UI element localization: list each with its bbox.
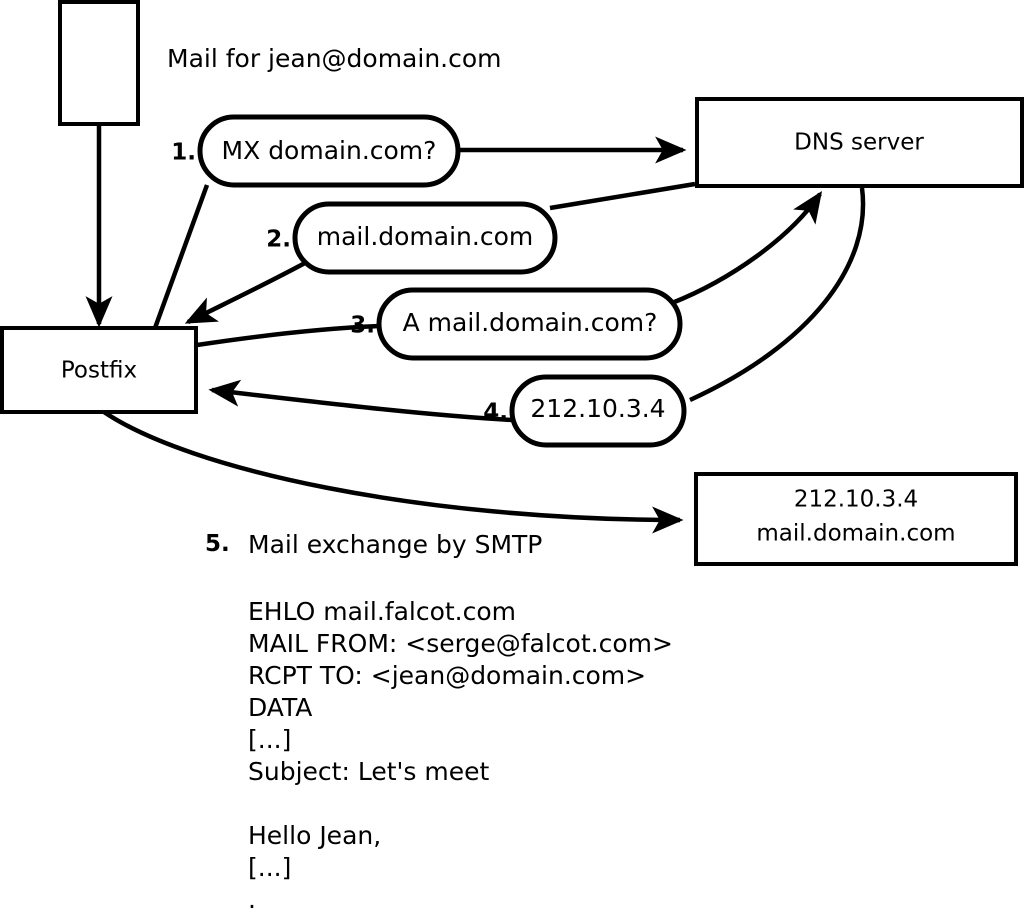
step-1-pill xyxy=(197,114,461,188)
node-mailserver-box xyxy=(694,472,1018,566)
edge-step4-pill-to-postfix xyxy=(208,379,513,423)
step-2-pill xyxy=(292,201,558,275)
node-mailserver-label-host: mail.domain.com xyxy=(756,521,955,547)
step-4-pill xyxy=(509,374,687,448)
step-2-number: 2. xyxy=(266,227,291,253)
edge-postfix-to-step3-pill xyxy=(196,323,381,348)
smtp-transcript-line: RCPT TO: <jean@domain.com> xyxy=(248,661,647,690)
smtp-transcript-line: MAIL FROM: <serge@falcot.com> xyxy=(248,629,673,658)
caption-mail-for: Mail for jean@domain.com xyxy=(167,44,502,73)
smtp-transcript-line xyxy=(248,788,673,820)
edge-dns-to-step4-pill xyxy=(689,187,866,403)
smtp-transcript-line: [...] xyxy=(248,725,292,754)
smtp-transcript-line: EHLO mail.falcot.com xyxy=(248,597,517,626)
edge-step3-pill-to-dns xyxy=(671,191,823,306)
node-dns-label: DNS server xyxy=(794,130,924,156)
node-dns-box xyxy=(695,97,1024,188)
node-postfix-box xyxy=(0,326,198,414)
step-1-number: 1. xyxy=(171,140,196,166)
edge-dns-to-step2-pill xyxy=(549,181,696,211)
step-1-label: MX domain.com? xyxy=(222,136,437,165)
edge-postfix-to-step1-pill xyxy=(152,184,210,329)
node-postfix-label: Postfix xyxy=(61,358,137,384)
step-2-label: mail.domain.com xyxy=(317,222,533,251)
step-5-label: Mail exchange by SMTP xyxy=(248,530,543,559)
step-4-label: 212.10.3.4 xyxy=(530,394,665,423)
step-4-number: 4. xyxy=(483,400,508,426)
step-3-label: A mail.domain.com? xyxy=(403,308,658,337)
smtp-transcript-line: Hello Jean, xyxy=(248,821,382,850)
smtp-transcript-line: Subject: Let's meet xyxy=(248,757,490,786)
smtp-transcript-line: DATA xyxy=(248,693,313,722)
smtp-transcript-line: . xyxy=(248,885,256,914)
step-3-number: 3. xyxy=(350,313,375,339)
node-sender-box xyxy=(58,0,140,126)
step-5-number: 5. xyxy=(205,531,230,557)
smtp-transcript-line: [...] xyxy=(248,853,292,882)
edge-postfix-to-mailserver xyxy=(102,410,684,534)
step-3-pill xyxy=(376,287,683,361)
node-mailserver-label-ip: 212.10.3.4 xyxy=(794,487,918,513)
edge-step2-pill-to-postfix xyxy=(184,261,307,325)
